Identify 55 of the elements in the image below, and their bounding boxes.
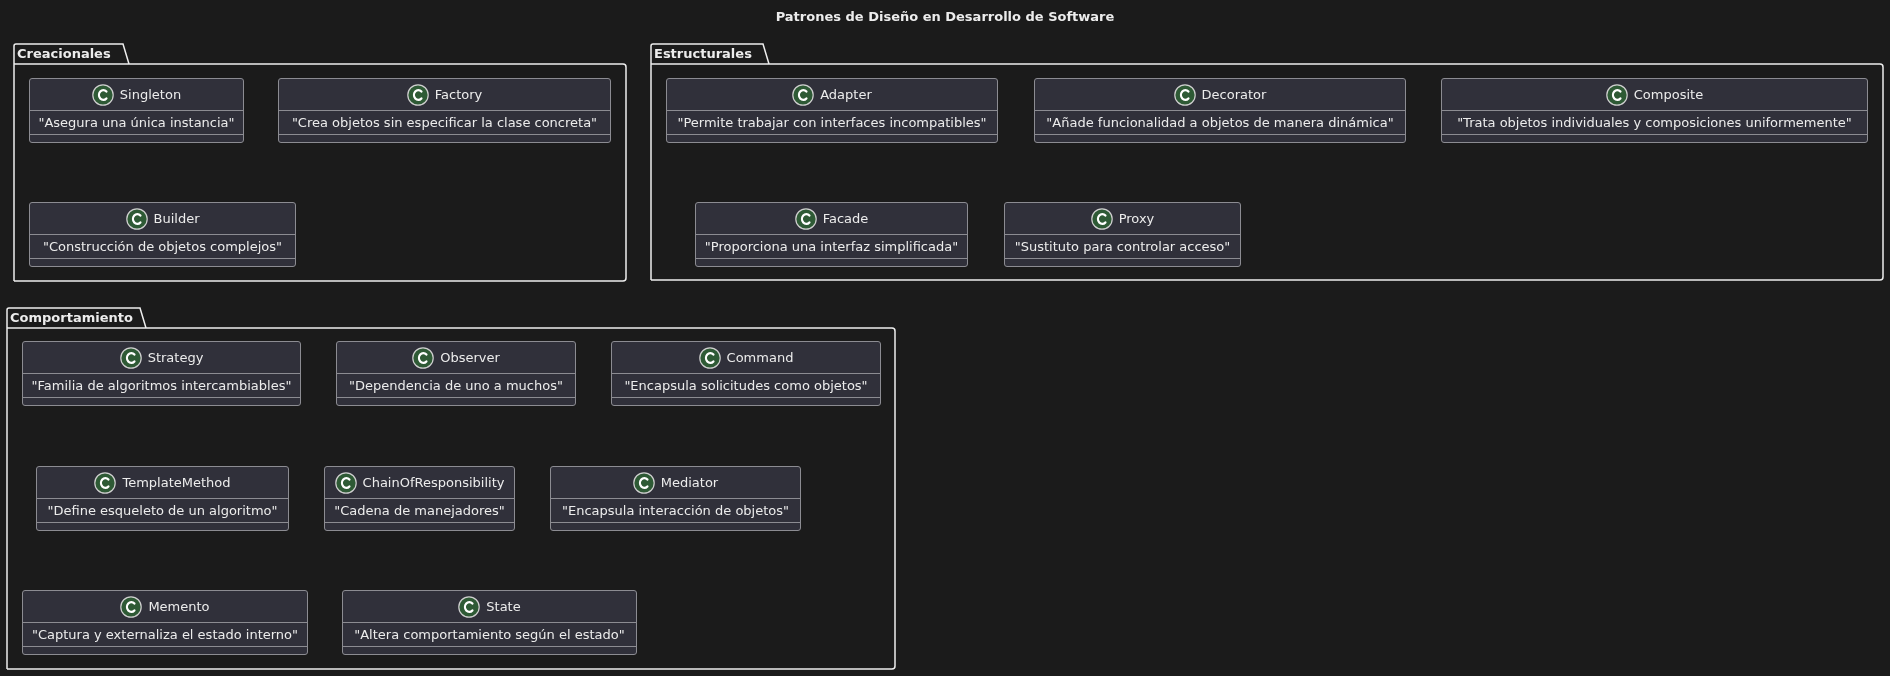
class-description: "Permite trabajar con interfaces incompatibles"	[677, 114, 987, 130]
class-box	[1441, 78, 1868, 143]
class-description: "Añade funcionalidad a objetos de manera dinámica"	[1046, 114, 1394, 130]
class-name: Factory	[434, 87, 483, 102]
class-box	[29, 202, 296, 267]
class-description: "Asegura una única instancia"	[38, 114, 235, 130]
class-name: Memento	[148, 599, 210, 614]
class-description: "Familia de algoritmos intercambiables"	[31, 377, 292, 393]
class-box	[29, 78, 244, 143]
class-box	[666, 78, 998, 143]
class-description: "Cadena de manejadores"	[334, 502, 505, 518]
class-description: "Trata objetos individuales y composiciones uniformemente"	[1457, 114, 1852, 130]
class-box	[324, 466, 515, 531]
class-description: "Sustituto para controlar acceso"	[1014, 238, 1231, 254]
package-name: Comportamiento	[10, 309, 133, 327]
class-box	[342, 590, 637, 655]
package-folder	[13, 43, 627, 282]
class-description: "Encapsula interacción de objetos"	[562, 502, 789, 518]
class-name: Mediator	[660, 475, 719, 490]
class-name: Command	[726, 350, 794, 365]
class-description: "Altera comportamiento según el estado"	[354, 626, 625, 642]
class-name: Proxy	[1118, 211, 1155, 226]
class-box	[1004, 202, 1241, 267]
package-name: Estructurales	[654, 45, 752, 63]
class-box	[550, 466, 801, 531]
class-name: Composite	[1633, 87, 1704, 102]
class-name: Facade	[822, 211, 869, 226]
class-description: "Encapsula solicitudes como objetos"	[624, 377, 868, 393]
class-description: "Captura y externaliza el estado interno"	[31, 626, 299, 642]
class-box	[336, 341, 576, 406]
class-name: Adapter	[820, 87, 872, 102]
class-name: ChainOfResponsibility	[362, 475, 505, 490]
class-name: Decorator	[1201, 87, 1267, 102]
class-box	[611, 341, 881, 406]
package-name: Creacionales	[17, 45, 111, 63]
class-box	[1034, 78, 1406, 143]
class-name: Singleton	[119, 87, 182, 102]
class-box	[695, 202, 968, 267]
class-name: Observer	[440, 350, 500, 365]
package-folder	[650, 43, 1884, 281]
class-description: "Dependencia de uno a muchos"	[349, 377, 563, 393]
package-folder	[6, 307, 896, 670]
class-name: State	[486, 599, 521, 614]
class-box	[22, 341, 301, 406]
class-description: "Construcción de objetos complejos"	[42, 238, 282, 254]
class-name: Strategy	[147, 350, 204, 365]
class-description: "Define esqueleto de un algoritmo"	[47, 502, 278, 518]
class-description: "Proporciona una interfaz simplificada"	[704, 238, 959, 254]
class-name: TemplateMethod	[122, 475, 231, 490]
class-box	[36, 466, 289, 531]
class-name: Builder	[153, 211, 200, 226]
class-box	[278, 78, 611, 143]
diagram-title: Patrones de Diseño en Desarrollo de Software	[775, 8, 1115, 26]
class-description: "Crea objetos sin especificar la clase concreta"	[291, 114, 598, 130]
class-box	[22, 590, 308, 655]
